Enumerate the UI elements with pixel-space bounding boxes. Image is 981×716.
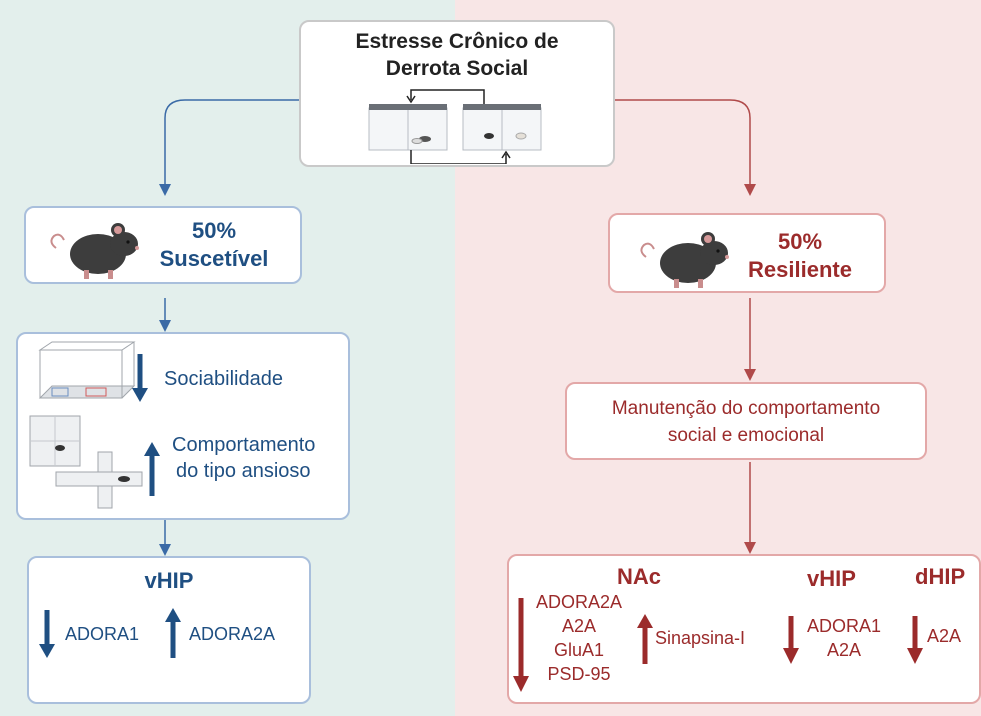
anxiety-label-line1: Comportamento (172, 434, 316, 456)
adora1-label: ADORA1 (65, 624, 140, 644)
right-vhip-title: vHIP (807, 566, 856, 591)
resilient-box: 50% Resiliente (608, 213, 886, 293)
susceptible-label: Suscetível (159, 246, 269, 271)
maintenance-box: Manutenção do comportamento social e emo… (565, 382, 927, 460)
elevated-plus-maze-icon (29, 415, 143, 509)
chronic-stress-box: Estresse Crônico de Derrota Social (299, 20, 615, 167)
nac-down-3: GluA1 (553, 640, 605, 660)
maintenance-line1: Manutenção do comportamento (611, 398, 881, 419)
maintenance-line2: social e emocional (667, 425, 825, 446)
down-arrow-icon (783, 616, 799, 664)
down-arrow-icon (39, 610, 55, 658)
susceptible-box: 50% Suscetível (24, 206, 302, 284)
nac-down-2: A2A (561, 616, 597, 636)
nac-title: NAc (617, 564, 662, 589)
down-arrow-icon (513, 598, 529, 692)
resilient-label: Resiliente (748, 257, 852, 282)
up-arrow-icon (637, 614, 653, 664)
down-arrow-icon (907, 616, 923, 664)
up-arrow-icon (165, 608, 181, 658)
right-vhip-down-2: A2A (826, 640, 862, 660)
susceptible-percent: 50% (191, 218, 237, 243)
mouse-icon (640, 232, 729, 288)
sociability-label: Sociabilidade (164, 368, 283, 390)
cage-icon (368, 89, 542, 164)
behavior-box: Sociabilidade Comportamento do tipo ansi… (16, 332, 350, 520)
resilient-percent: 50% (777, 229, 823, 254)
left-vhip-title: vHIP (144, 568, 194, 593)
anxiety-label-line2: do tipo ansioso (176, 460, 311, 482)
adora2a-label: ADORA2A (189, 624, 276, 644)
nac-down-1: ADORA2A (535, 592, 623, 612)
left-vhip-box: vHIP ADORA1 ADORA2A (27, 556, 311, 704)
down-arrow-icon (132, 354, 148, 402)
open-field-icon (38, 341, 136, 399)
stress-title-line1: Estresse Crônico de (355, 30, 559, 53)
stress-title-line2: Derrota Social (385, 57, 529, 80)
dhip-title: dHIP (915, 564, 966, 589)
right-vhip-down-1: ADORA1 (806, 616, 882, 636)
right-regions-box: NAc ADORA2A A2A GluA1 PSD-95 Sinapsina-I… (507, 554, 981, 704)
sinapsina-label: Sinapsina-I (655, 628, 746, 648)
mouse-icon (50, 223, 139, 279)
dhip-down: A2A (927, 626, 962, 646)
up-arrow-icon (144, 442, 160, 496)
nac-down-4: PSD-95 (547, 664, 611, 684)
